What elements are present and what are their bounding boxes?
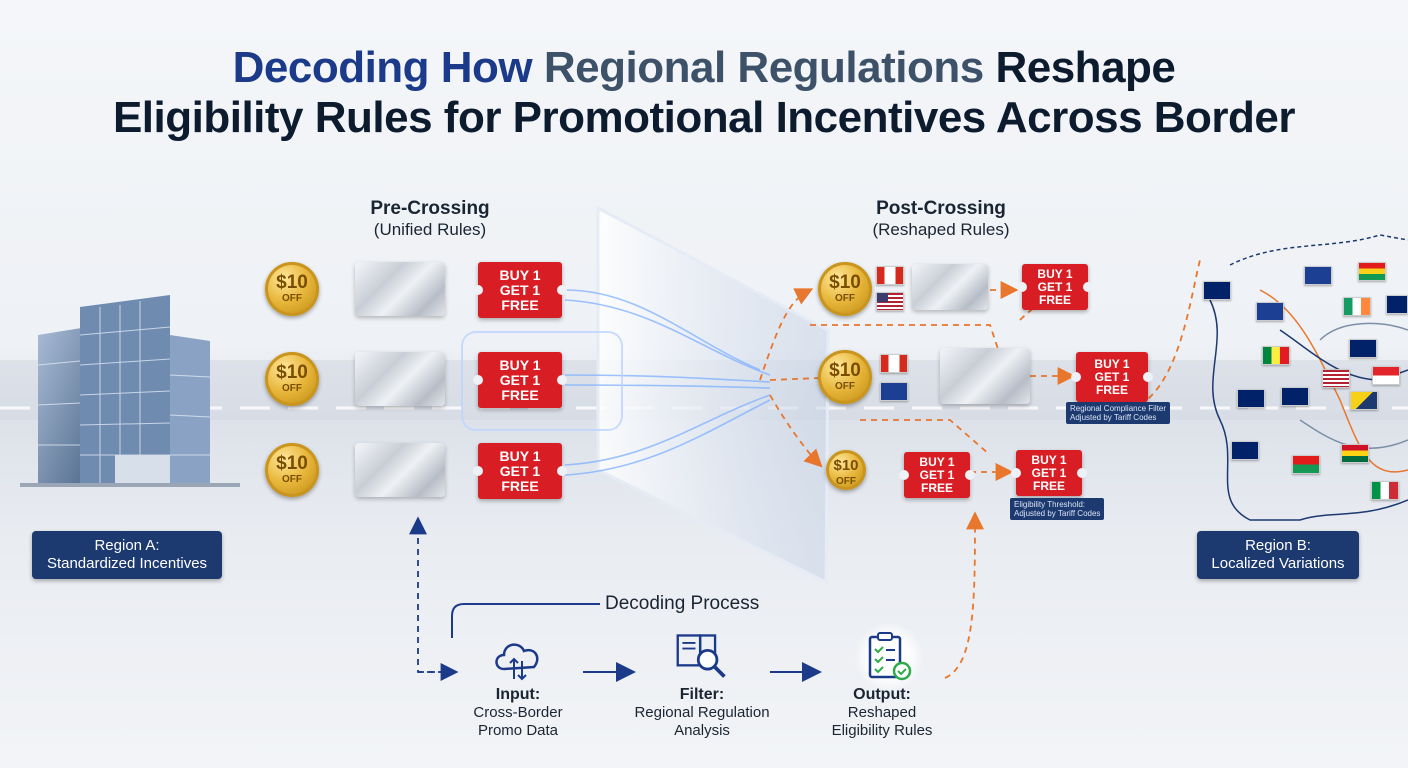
eu-flag-icon [880,382,908,401]
flag-icon [1358,262,1386,281]
uk-flag-icon [1237,389,1265,408]
senegal-flag-icon [1262,346,1290,365]
cloud-sync-icon [490,630,546,686]
title-part-2: Regional Regulations [543,43,984,92]
uk-flag-icon [1386,295,1408,314]
flag-icon [1350,391,1378,410]
flag-icon [1372,366,1400,385]
uk-flag-icon [1231,441,1259,460]
title-part-3: Reshape [995,43,1176,92]
pre-crossing-heading: Pre-Crossing (Unified Rules) [370,198,490,239]
canada-flag-icon [876,266,904,285]
usa-flag-icon [1322,369,1350,388]
office-building-icon [20,295,240,487]
title-line-1: Decoding How Regional Regulations Reshap… [0,42,1408,94]
italy-flag-icon [1371,481,1399,500]
gift-card [355,352,445,406]
ireland-flag-icon [1343,297,1371,316]
gift-card [355,443,445,497]
region-b-label: Region B: Localized Variations [1197,531,1359,579]
region-a-title: Region A: [94,537,160,554]
region-a-label: Region A: Standardized Incentives [32,531,222,579]
document-search-icon [674,628,730,684]
post-crossing-heading: Post-Crossing (Reshaped Rules) [872,198,1010,239]
eu-flag-icon [1256,302,1284,321]
gift-card [355,262,445,316]
uk-flag-icon [1281,387,1309,406]
flag-icon [1292,455,1320,474]
uk-flag-icon [1349,339,1377,358]
title-line-2: Eligibility Rules for Promotional Incent… [112,93,1296,142]
eu-flag-icon [1304,266,1332,285]
glass-panel [596,205,830,585]
title-part-1: Decoding How [232,43,533,92]
usa-flag-icon [876,292,904,311]
uk-flag-icon [1203,281,1231,300]
process-title: Decoding Process [605,593,760,614]
region-b-title: Region B: [1245,537,1311,554]
ghana-flag-icon [1341,444,1369,463]
gift-card [940,348,1030,404]
canada-flag-icon [880,354,908,373]
gift-card [912,264,988,310]
checklist-icon [854,622,924,692]
region-b-subtitle: Localized Variations [1211,555,1345,572]
region-a-subtitle: Standardized Incentives [46,555,208,572]
eligibility-tag: Eligibility Threshold:Adjusted by Tariff… [1010,498,1105,520]
